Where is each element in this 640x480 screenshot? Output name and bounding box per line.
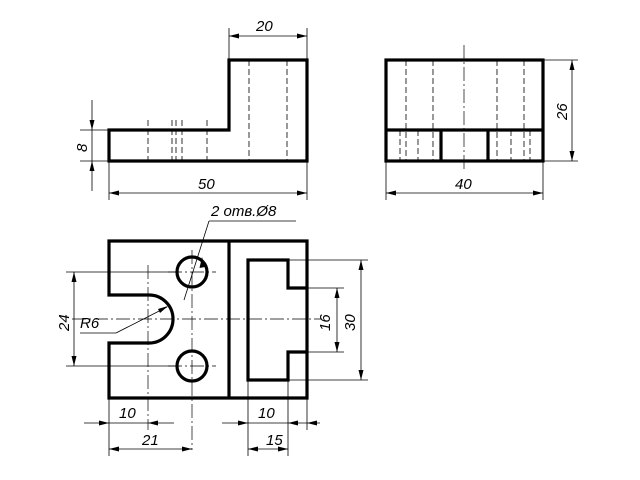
dimension-arrow — [229, 33, 239, 39]
dimension-label-20: 20 — [255, 18, 273, 35]
dimension-arrow — [99, 420, 109, 426]
top-view: 24 16 30 10 21 10 15 2 отв. — [56, 203, 368, 456]
dimension-label-24: 24 — [56, 314, 73, 332]
radius-leader-line — [115, 306, 168, 334]
holes-note: 2 отв.Ø8 — [210, 203, 277, 220]
leader-arrow — [158, 306, 168, 313]
dimension-arrow — [71, 356, 77, 366]
dimension-label-50: 50 — [198, 176, 215, 193]
dimension-arrow — [334, 342, 340, 352]
dimension-arrow — [288, 420, 298, 426]
dimension-arrow — [89, 120, 95, 130]
dimension-arrow — [278, 446, 288, 452]
leader-arrow — [199, 257, 205, 268]
front-view: 20 50 8 — [74, 18, 309, 200]
radius-label: R6 — [80, 315, 100, 332]
top-view-slot — [246, 258, 307, 382]
dimension-arrow — [109, 446, 119, 452]
holes-leader-line — [183, 220, 210, 301]
dimension-arrow — [297, 33, 307, 39]
dimension-arrow — [182, 446, 192, 452]
top-view-outline — [107, 239, 309, 400]
dimension-label-10-left: 10 — [119, 405, 136, 422]
dimension-arrow — [71, 272, 77, 282]
dimension-arrow — [109, 190, 119, 196]
dimension-label-21: 21 — [141, 432, 159, 449]
dimension-arrow — [569, 60, 575, 70]
dimension-arrow — [569, 151, 575, 161]
dimension-arrow — [334, 288, 340, 298]
dimension-arrow — [238, 420, 248, 426]
dimension-arrow — [358, 260, 364, 270]
dimension-arrow — [358, 370, 364, 380]
dimension-label-26: 26 — [554, 103, 571, 121]
dimension-arrow — [89, 161, 95, 171]
dimension-label-30: 30 — [342, 314, 359, 331]
side-view: 26 40 — [384, 45, 578, 200]
dimension-arrow — [533, 190, 543, 196]
dimension-label-8: 8 — [74, 143, 91, 152]
dimension-arrow — [297, 190, 307, 196]
front-view-outline — [107, 58, 309, 163]
dimension-label-16: 16 — [317, 314, 334, 331]
dimension-arrow — [248, 446, 258, 452]
dimension-label-15: 15 — [266, 432, 283, 449]
dimension-arrow — [148, 420, 158, 426]
dimension-label-10-right: 10 — [258, 405, 275, 422]
dimension-arrow — [307, 420, 317, 426]
dimension-arrow — [386, 190, 396, 196]
side-view-outline — [384, 58, 545, 163]
dimension-label-40: 40 — [455, 176, 472, 193]
